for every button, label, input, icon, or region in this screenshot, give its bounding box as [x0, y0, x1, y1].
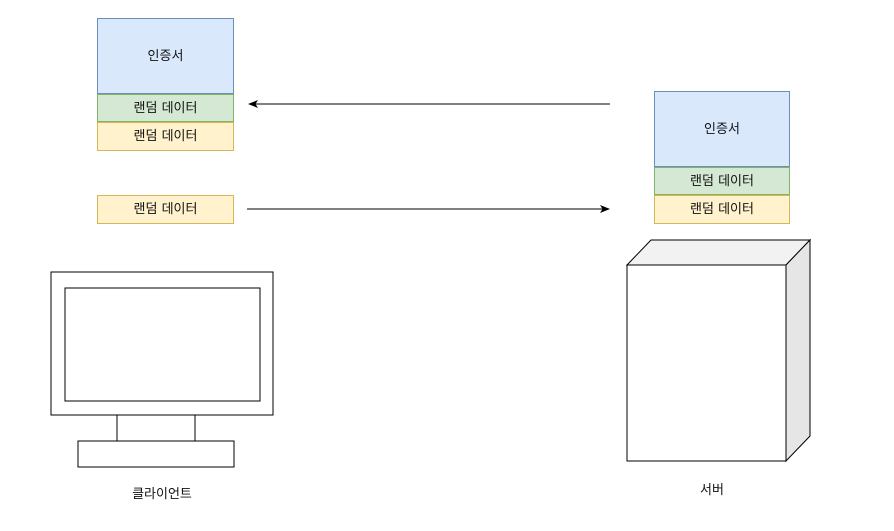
client-sent-random-box: 랜덤 데이터	[97, 195, 234, 224]
client-label: 클라이언트	[132, 487, 192, 502]
client-own-random-box: 랜덤 데이터	[97, 122, 234, 151]
server-client-random-box: 랜덤 데이터	[654, 195, 790, 224]
computer-monitor-icon	[50, 271, 274, 468]
server-certificate-label: 인증서	[704, 121, 740, 137]
server-own-random-label: 랜덤 데이터	[690, 173, 754, 189]
client-certificate-box: 인증서	[97, 18, 234, 94]
client-own-random-label: 랜덤 데이터	[133, 129, 198, 144]
client-sent-random-label: 랜덤 데이터	[133, 202, 198, 217]
server-client-random-label: 랜덤 데이터	[690, 202, 754, 217]
server-certificate-box: 인증서	[654, 91, 790, 167]
server-tower-icon	[625, 238, 812, 463]
client-server-random-box: 랜덤 데이터	[97, 94, 234, 122]
server-label: 서버	[700, 483, 724, 498]
client-server-random-label: 랜덤 데이터	[133, 100, 198, 116]
client-certificate-label: 인증서	[147, 48, 184, 64]
server-own-random-box: 랜덤 데이터	[654, 167, 790, 195]
